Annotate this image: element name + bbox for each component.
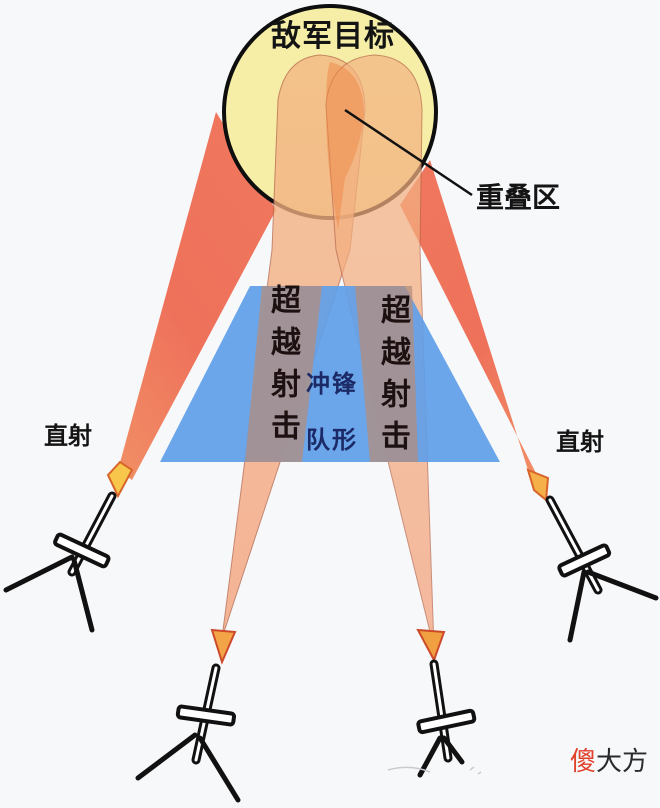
enemy-target-label: 敌军目标 bbox=[271, 19, 395, 54]
direct-fire-label-left: 直射 bbox=[44, 422, 92, 450]
muzzle-flash-left bbox=[106, 460, 134, 499]
gun-right bbox=[545, 495, 659, 643]
overlap-leader-line bbox=[344, 108, 473, 197]
over-fire-label-right: 超越射击 bbox=[375, 294, 410, 462]
muzzle-flash-right bbox=[526, 468, 550, 502]
direct-fire-beam-left bbox=[118, 112, 276, 480]
ground-marks bbox=[387, 766, 482, 775]
formation-label-line2: 队形 bbox=[306, 426, 358, 454]
gun-bottom-right bbox=[416, 659, 477, 778]
gun-left bbox=[3, 491, 117, 633]
watermark-part2: 大方 bbox=[595, 747, 648, 777]
overlap-zone-label: 重叠区 bbox=[476, 181, 561, 214]
formation-label-line1: 冲锋 bbox=[306, 370, 358, 398]
direct-fire-beam-right bbox=[400, 160, 542, 485]
direct-fire-label-right: 直射 bbox=[556, 428, 604, 456]
over-fire-label-left: 超越射击 bbox=[265, 284, 300, 452]
overlap-zone bbox=[326, 62, 364, 230]
muzzle-flash-bottom-right bbox=[416, 628, 446, 663]
gun-bottom-left bbox=[135, 663, 241, 803]
muzzle-flash-bottom-left bbox=[210, 628, 237, 665]
watermark: 傻大方 bbox=[570, 741, 648, 778]
over-fire-beam-overlay bbox=[245, 286, 418, 462]
watermark-part1: 傻 bbox=[569, 747, 596, 777]
